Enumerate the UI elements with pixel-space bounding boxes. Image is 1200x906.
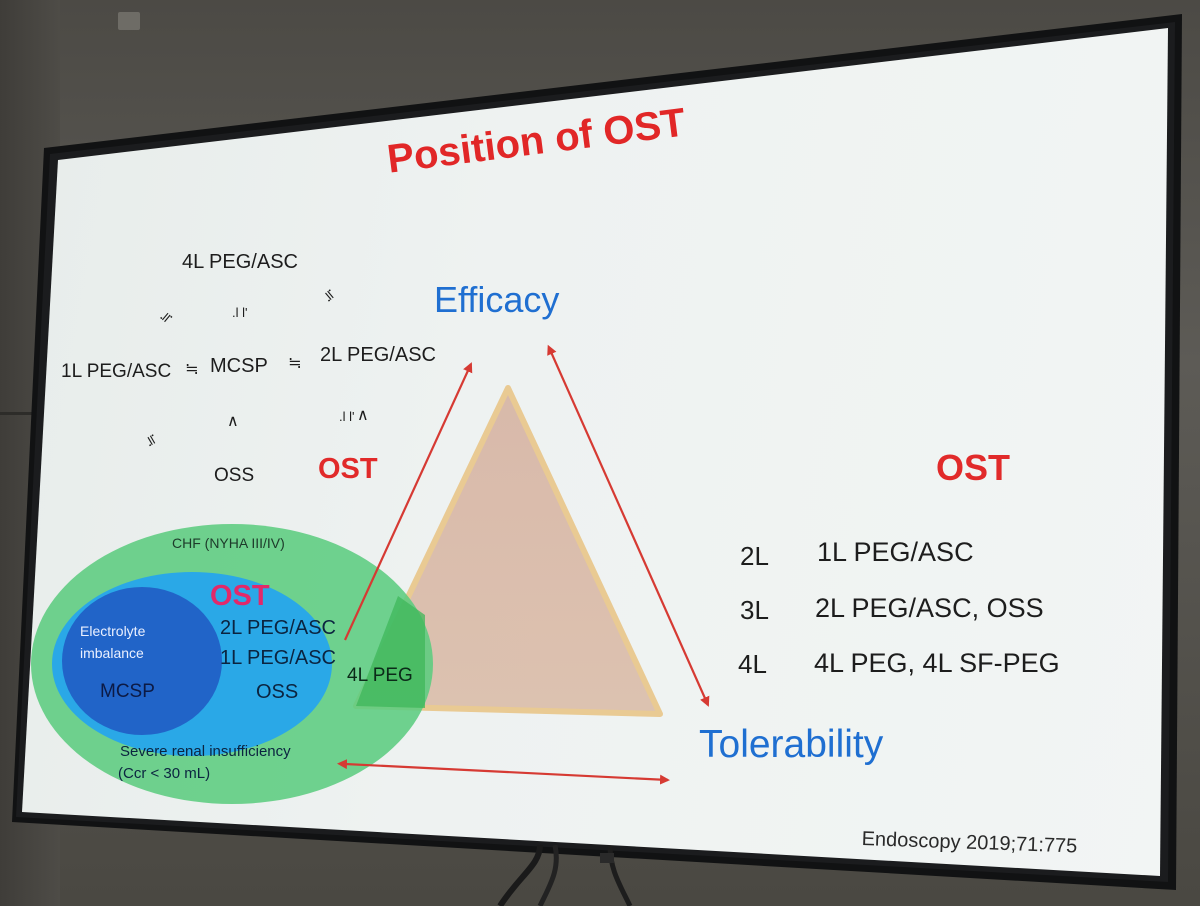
tv-cables — [497, 845, 633, 906]
arrow-bottom — [337, 759, 670, 785]
venn-ost-label: OST — [210, 580, 270, 612]
mcsp-label: MCSP — [210, 355, 268, 377]
peg4-asc-label: 4L PEG/ASC — [182, 251, 298, 273]
electrolyte-label: Electrolyte — [80, 623, 146, 639]
renal-label: Severe renal insufficiency — [120, 743, 291, 760]
arrow-right-side — [547, 344, 710, 707]
venn-oss-label: OSS — [256, 681, 299, 703]
chf-label: CHF (NYHA III/IV) — [172, 535, 285, 551]
approx-symbol: ≒ — [185, 361, 199, 378]
wall-outlet — [118, 12, 140, 30]
ost-label: OST — [318, 453, 378, 485]
greater-than-symbol: ∧ — [227, 413, 239, 430]
row-volume: 4L — [738, 649, 767, 679]
arrow-left-side — [343, 362, 473, 641]
approx-symbol: .l l' — [232, 305, 248, 320]
tolerability-label: Tolerability — [699, 723, 884, 766]
electrolyte-ellipse — [62, 587, 222, 735]
wall-trim — [0, 412, 40, 415]
imbalance-label: imbalance — [80, 645, 144, 661]
efficacy-label: Efficacy — [434, 279, 560, 320]
row-volume: 2L — [740, 541, 769, 571]
ccr-label: (Ccr < 30 mL) — [118, 765, 211, 782]
peg2-asc-label: 2L PEG/ASC — [320, 344, 436, 366]
approx-symbol: ≒ — [288, 355, 302, 372]
right-ost-heading: OST — [936, 447, 1011, 488]
venn-mcsp-label: MCSP — [100, 681, 155, 702]
row-regimen: 1L PEG/ASC — [817, 537, 974, 567]
oss-label: OSS — [214, 465, 255, 486]
row-regimen: 2L PEG/ASC, OSS — [815, 593, 1044, 623]
venn-peg4-label: 4L PEG — [347, 665, 413, 686]
approx-symbol: .l l' — [339, 409, 355, 424]
venn-peg2-label: 2L PEG/ASC — [220, 617, 336, 639]
row-regimen: 4L PEG, 4L SF-PEG — [814, 648, 1060, 678]
row-volume: 3L — [740, 595, 769, 625]
overlap-region — [356, 596, 425, 708]
peg1-asc-label: 1L PEG/ASC — [61, 361, 172, 382]
venn-peg1-label: 1L PEG/ASC — [220, 647, 336, 669]
greater-than-symbol: ∧ — [357, 407, 369, 424]
